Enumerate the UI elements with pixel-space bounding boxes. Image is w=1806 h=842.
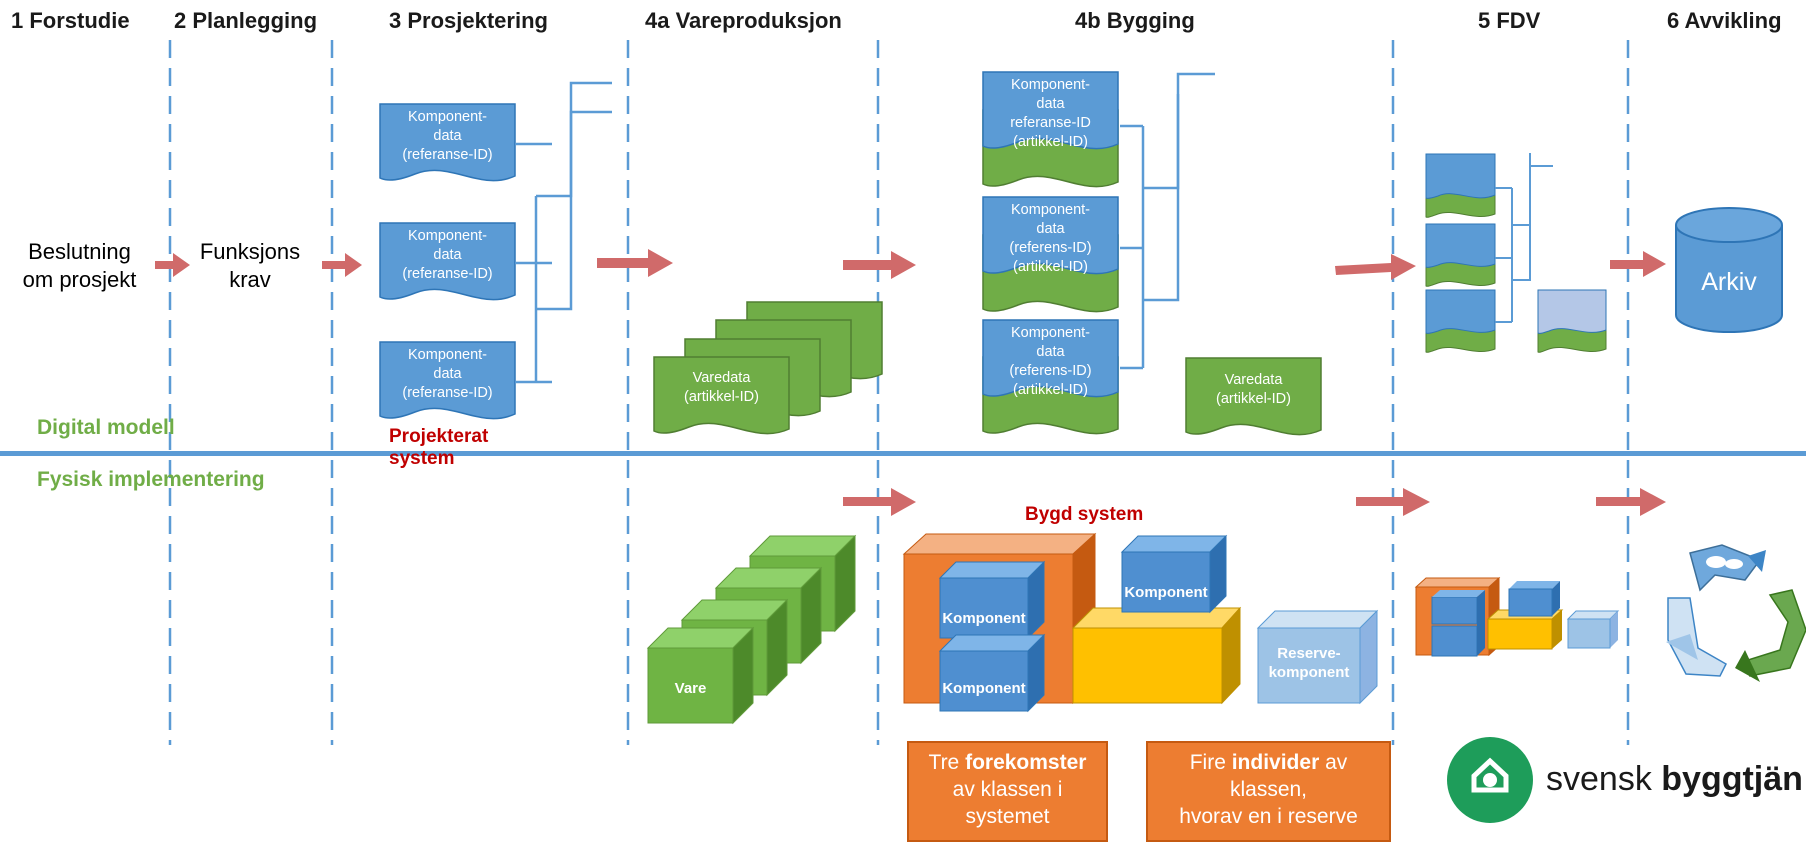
prosjektering-doc-1-label: Komponent-data(referanse-ID) — [402, 109, 493, 163]
phase-header-prosjektering: 3 Prosjektering — [389, 8, 548, 33]
fdv-doc-1 — [1425, 153, 1496, 218]
varedata-label: Varedata(artikkel-ID) — [684, 370, 759, 405]
forekomster-box: Tre forekomster av klassen i systemet — [907, 741, 1108, 842]
komponent-label-1: Komponent — [942, 610, 1026, 627]
logo-mark — [1447, 737, 1533, 823]
vare-label: Vare — [674, 680, 707, 697]
beslutning-text: Beslutning om prosjekt — [22, 239, 137, 292]
phase-separators — [168, 40, 1630, 745]
komponent-label-2: Komponent — [942, 680, 1026, 697]
fdv-doc-3 — [1425, 289, 1496, 353]
reserve-komponent-label: Reserve-komponent — [1268, 645, 1350, 681]
phase-header-vareproduksjon: 4a Vareproduksjon — [645, 8, 842, 33]
individer-box: Fire individer av klassen, hvorav en i r… — [1146, 741, 1391, 842]
vare-cube-1 — [647, 627, 754, 724]
phase-header-fdv: 5 FDV — [1478, 8, 1541, 33]
flow-arrows — [155, 249, 1666, 516]
arkiv-cylinder — [1675, 207, 1783, 333]
recycle-icon — [1666, 544, 1806, 682]
bygging-tree — [1120, 72, 1215, 370]
bygging-doc-3-label: Komponent-data(referens-ID)(artikkel-ID) — [1009, 325, 1092, 398]
prosjektering-tree — [515, 81, 612, 384]
fdv-tree — [1495, 153, 1553, 323]
fysisk-implementering-label: Fysisk implementering — [37, 468, 265, 491]
phase-header-planlegging: 2 Planlegging — [174, 8, 318, 33]
digital-modell-label: Digital modell — [37, 416, 175, 439]
prosjektering-doc-3-label: Komponent-data(referanse-ID) — [402, 347, 493, 401]
fdv-mini-system — [1414, 576, 1620, 657]
bygd-system-label: Bygd system — [1025, 504, 1144, 525]
fdv-doc-4 — [1537, 289, 1607, 353]
bygging-doc-2-label: Komponent-data(referens-ID)(artikkel-ID) — [1009, 202, 1092, 275]
logo-wordmark: svensk byggtjän — [1546, 760, 1803, 798]
funksjonskrav-text: Funksjons krav — [199, 239, 301, 292]
arkiv-label: Arkiv — [1701, 268, 1757, 296]
bygging-varedata-label: Varedata(artikkel-ID) — [1216, 372, 1291, 407]
komponent-label-3: Komponent — [1124, 584, 1208, 601]
fdv-doc-2 — [1425, 223, 1496, 287]
bygd-system-assembly — [902, 532, 1379, 712]
model-divider — [0, 451, 1806, 456]
prosjektering-doc-2-label: Komponent-data(referanse-ID) — [402, 228, 493, 282]
phase-header-forstudie: 1 Forstudie — [11, 8, 130, 33]
phase-header-avvikling: 6 Avvikling — [1667, 8, 1782, 33]
phase-header-bygging: 4b Bygging — [1075, 8, 1195, 33]
